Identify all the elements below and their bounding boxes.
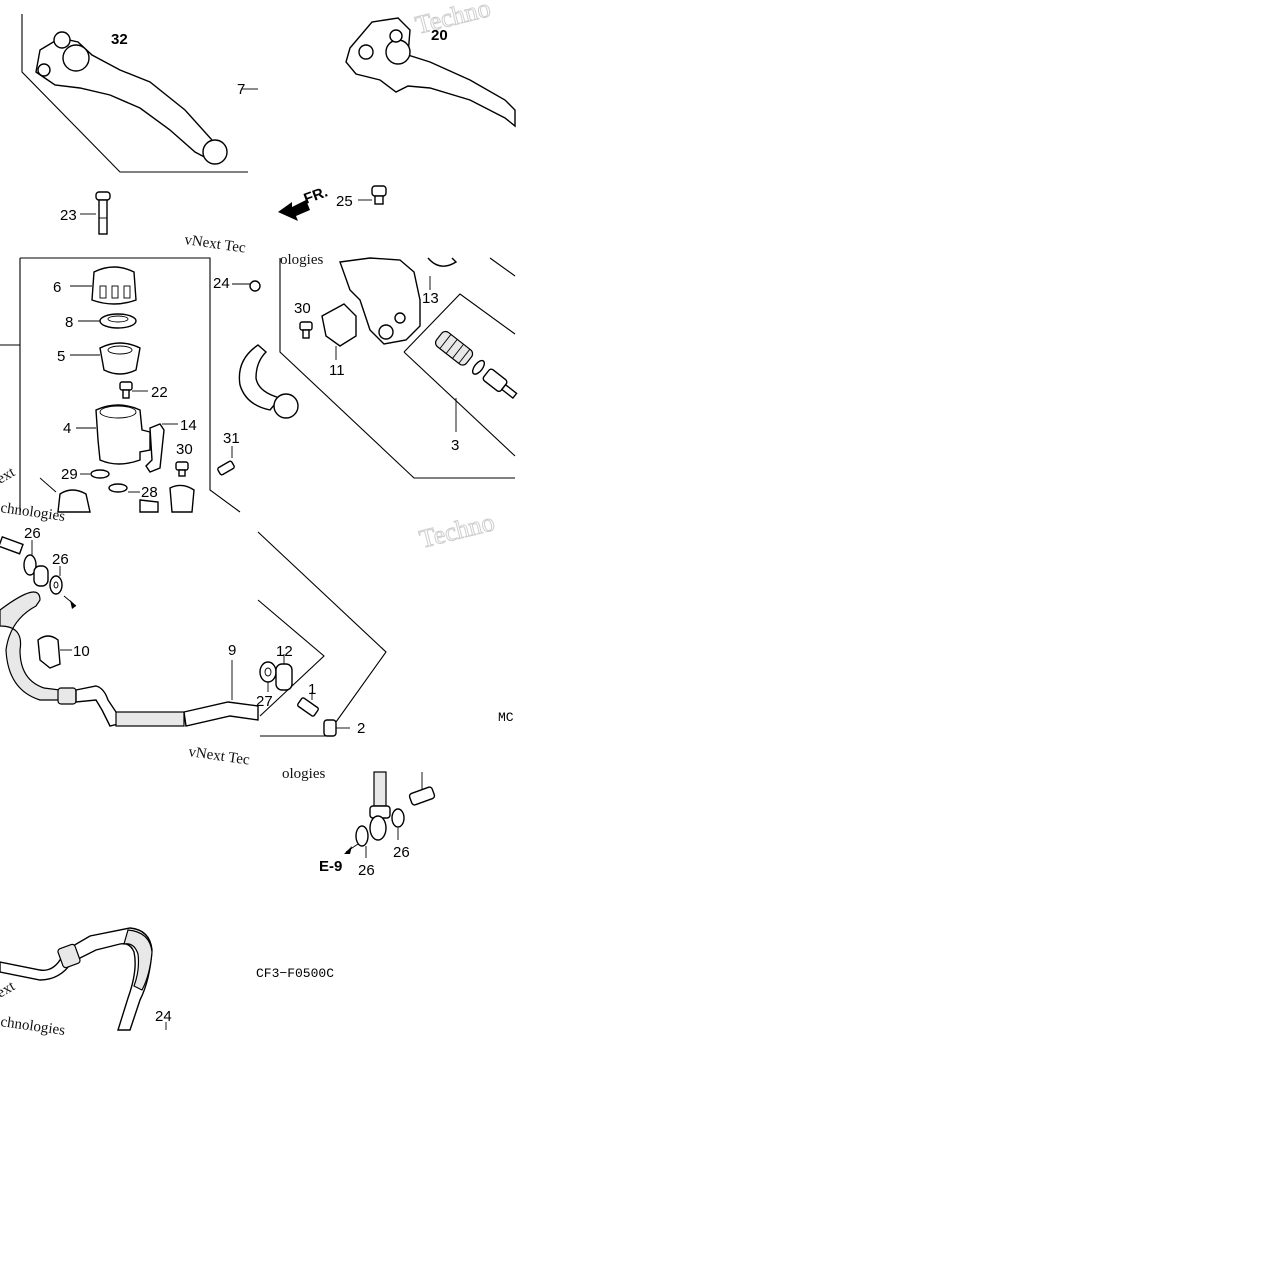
callout-5: 5	[57, 348, 65, 365]
callout-2: 2	[357, 720, 365, 737]
watermark-vnext-4: ext	[0, 978, 19, 1001]
callout-9: 9	[228, 642, 236, 659]
callout-7: 7	[237, 81, 245, 98]
callout-32: 32	[111, 31, 128, 48]
callout-1: 1	[308, 681, 316, 698]
callout-27: 27	[256, 693, 273, 710]
figure-code: CF3−F0500C	[256, 966, 334, 981]
brake-lever-group	[21, 14, 248, 173]
callout-20: 20	[431, 27, 448, 44]
brake-hose-lower-icon	[0, 927, 167, 1031]
callouts: 32 20 7 23 25 24 6 8 5 22 4 14 30 31 29 …	[24, 27, 514, 1025]
callout-14: 14	[180, 417, 197, 434]
callout-23: 23	[60, 207, 77, 224]
hose-assembly-group	[0, 531, 387, 737]
callout-12: 12	[276, 643, 293, 660]
callout-26-a: 26	[24, 525, 41, 542]
clutch-lever-group	[242, 17, 516, 128]
callout-28: 28	[141, 484, 158, 501]
section-reference-e9: E-9	[319, 858, 342, 875]
watermark-techno-mid: Techno	[416, 507, 497, 554]
watermark-vnext-2: ext	[0, 464, 19, 487]
callout-8: 8	[65, 314, 73, 331]
callout-4: 4	[63, 420, 71, 437]
screw-25-icon	[358, 185, 387, 205]
watermark-vnext-1: vNext Tec	[183, 232, 247, 256]
watermark-vnext-4b: chnologies	[0, 1014, 66, 1039]
bolt-23-icon	[80, 191, 111, 235]
callout-31: 31	[223, 430, 240, 447]
callout-11: 11	[329, 362, 345, 379]
watermark-vnext-1b: ologies	[280, 252, 323, 268]
front-direction-arrow-icon: FR.	[278, 184, 330, 221]
watermark-techno-top: Techno	[412, 0, 493, 40]
banjo-fitting-group	[344, 771, 436, 858]
watermark-vnext-3b: ologies	[282, 766, 325, 782]
callout-25: 25	[336, 193, 353, 210]
front-marker-label: FR.	[302, 184, 331, 208]
callout-26-d: 26	[358, 862, 375, 879]
callout-30-reservoir: 30	[176, 441, 193, 458]
watermark-vnext-2b: chnologies	[0, 500, 66, 525]
callout-3: 3	[451, 437, 459, 454]
reservoir-assembly-box	[0, 257, 241, 513]
callout-24-upper: 24	[213, 275, 230, 292]
callout-30-cylinder: 30	[294, 300, 311, 317]
brake-hose-upper-icon	[238, 344, 299, 419]
callout-24-lower: 24	[155, 1008, 172, 1025]
callout-26-b: 26	[52, 551, 69, 568]
bolt-24-stub-icon	[232, 280, 261, 292]
callout-6: 6	[53, 279, 61, 296]
callout-29: 29	[61, 466, 78, 483]
callout-26-c: 26	[393, 844, 410, 861]
callout-10: 10	[73, 643, 90, 660]
corner-code: MC	[498, 710, 514, 725]
watermark-vnext-3: vNext Tec	[187, 744, 251, 768]
master-cylinder-box	[279, 257, 518, 479]
bolt-31-icon	[217, 446, 235, 476]
callout-22: 22	[151, 384, 168, 401]
callout-13: 13	[422, 290, 439, 307]
